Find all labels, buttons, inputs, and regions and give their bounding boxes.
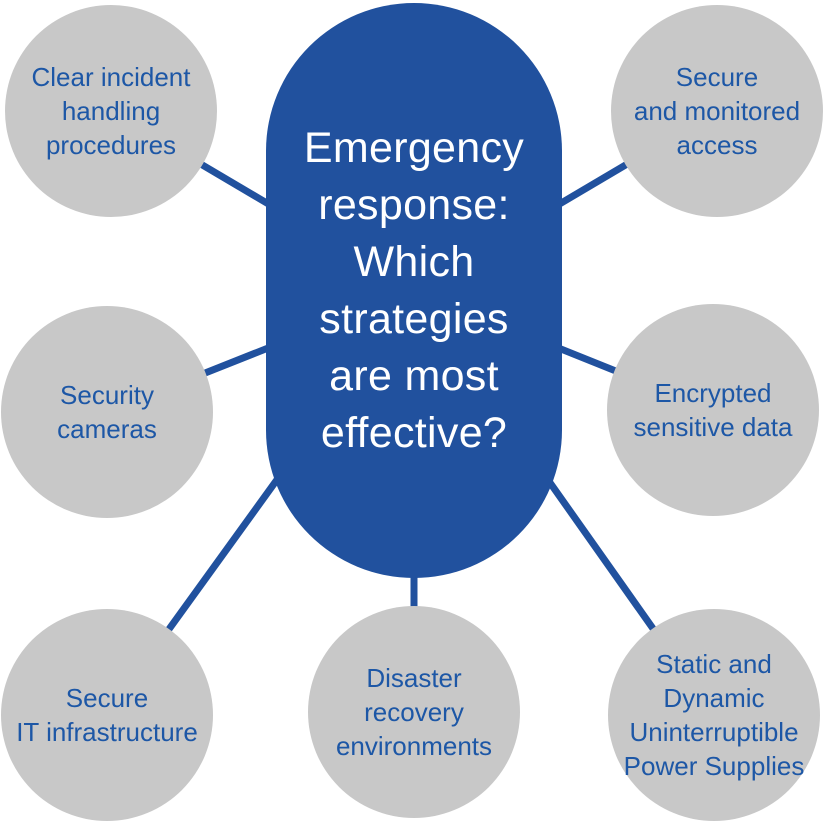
node-encrypted-sensitive-data: Encrypted sensitive data bbox=[607, 304, 819, 516]
node-label-secure-it-infrastructure: Secure IT infrastructure bbox=[16, 683, 198, 747]
node-static-and-dynamic-uninterruptible-power-supplies: Static and Dynamic Uninterruptible Power… bbox=[608, 609, 820, 821]
node-label-encrypted-sensitive-data: Encrypted sensitive data bbox=[633, 378, 793, 442]
node-label-clear-incident-handling-procedures: Clear incident handling procedures bbox=[31, 62, 191, 160]
node-clear-incident-handling-procedures: Clear incident handling procedures bbox=[5, 5, 217, 217]
node-disaster-recovery-environments: Disaster recovery environments bbox=[308, 606, 520, 818]
node-secure-and-monitored-access: Secure and monitored access bbox=[611, 5, 823, 217]
node-security-cameras: Security cameras bbox=[1, 306, 213, 518]
central-topic-label: Emergency response: Which strategies are… bbox=[303, 123, 525, 457]
node-secure-it-infrastructure: Secure IT infrastructure bbox=[1, 609, 213, 821]
node-label-disaster-recovery-environments: Disaster recovery environments bbox=[335, 663, 493, 761]
node-label-secure-and-monitored-access: Secure and monitored access bbox=[633, 62, 801, 160]
node-label-static-and-dynamic-uninterruptible-power-supplies: Static and Dynamic Uninterruptible Power… bbox=[623, 649, 805, 781]
central-topic: Emergency response: Which strategies are… bbox=[266, 3, 562, 578]
node-label-security-cameras: Security cameras bbox=[57, 380, 157, 444]
